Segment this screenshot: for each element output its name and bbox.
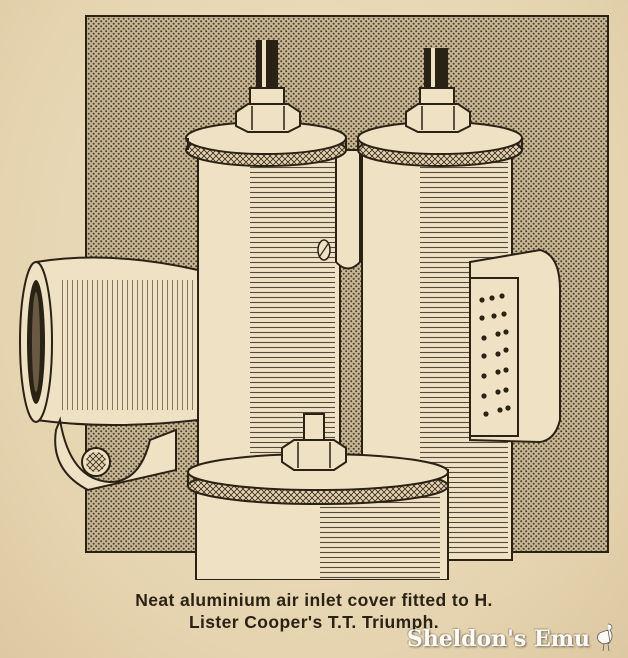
left-nut-and-stud [235, 40, 301, 133]
site-watermark: Sheldon's Emu [407, 622, 616, 652]
caption-line-1: Neat aluminium air inlet cover fitted to… [135, 590, 493, 610]
right-nut-and-stud [405, 48, 471, 133]
air-inlet-cover [469, 248, 561, 444]
caption-line-2: Lister Cooper's T.T. Triumph. [188, 612, 440, 632]
mounting-lug [54, 416, 177, 492]
emu-icon [597, 623, 613, 652]
bottom-cap [187, 453, 449, 580]
inlet-pipe [19, 256, 199, 426]
right-top-cap [357, 121, 523, 167]
watermark-text: Sheldon's Emu [406, 626, 590, 652]
engraving-illustration [19, 15, 609, 580]
bottom-nut [281, 413, 347, 471]
left-cylinder [197, 139, 341, 471]
